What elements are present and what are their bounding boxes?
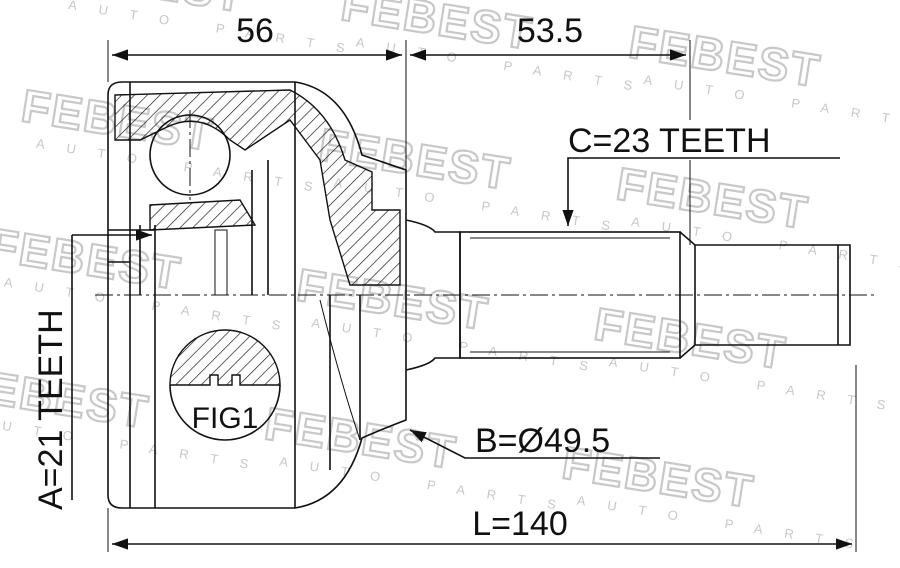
drive-shaft <box>405 219 851 371</box>
dimension-56-label: 56 <box>236 12 274 50</box>
dimension-l-140: L=140 <box>107 365 857 552</box>
dimension-53-5: 53.5 <box>410 12 691 120</box>
spline-c-label: C=23 TEETH <box>568 122 771 160</box>
diameter-b-label: B=Ø49.5 <box>475 422 610 460</box>
spline-a-label: A=21 TEETH <box>32 309 70 510</box>
fig1-cross-section: FIG1 <box>169 329 281 441</box>
length-l-label: L=140 <box>472 505 568 543</box>
outer-housing <box>107 81 407 509</box>
dimension-53-5-label: 53.5 <box>517 12 583 50</box>
spline-a-callout: A=21 TEETH <box>32 229 152 510</box>
dimension-56: 56 <box>107 12 407 170</box>
fig1-label: FIG1 <box>192 402 259 435</box>
spline-c-callout: C=23 TEETH <box>562 122 840 245</box>
diameter-b-callout: B=Ø49.5 <box>409 422 660 460</box>
